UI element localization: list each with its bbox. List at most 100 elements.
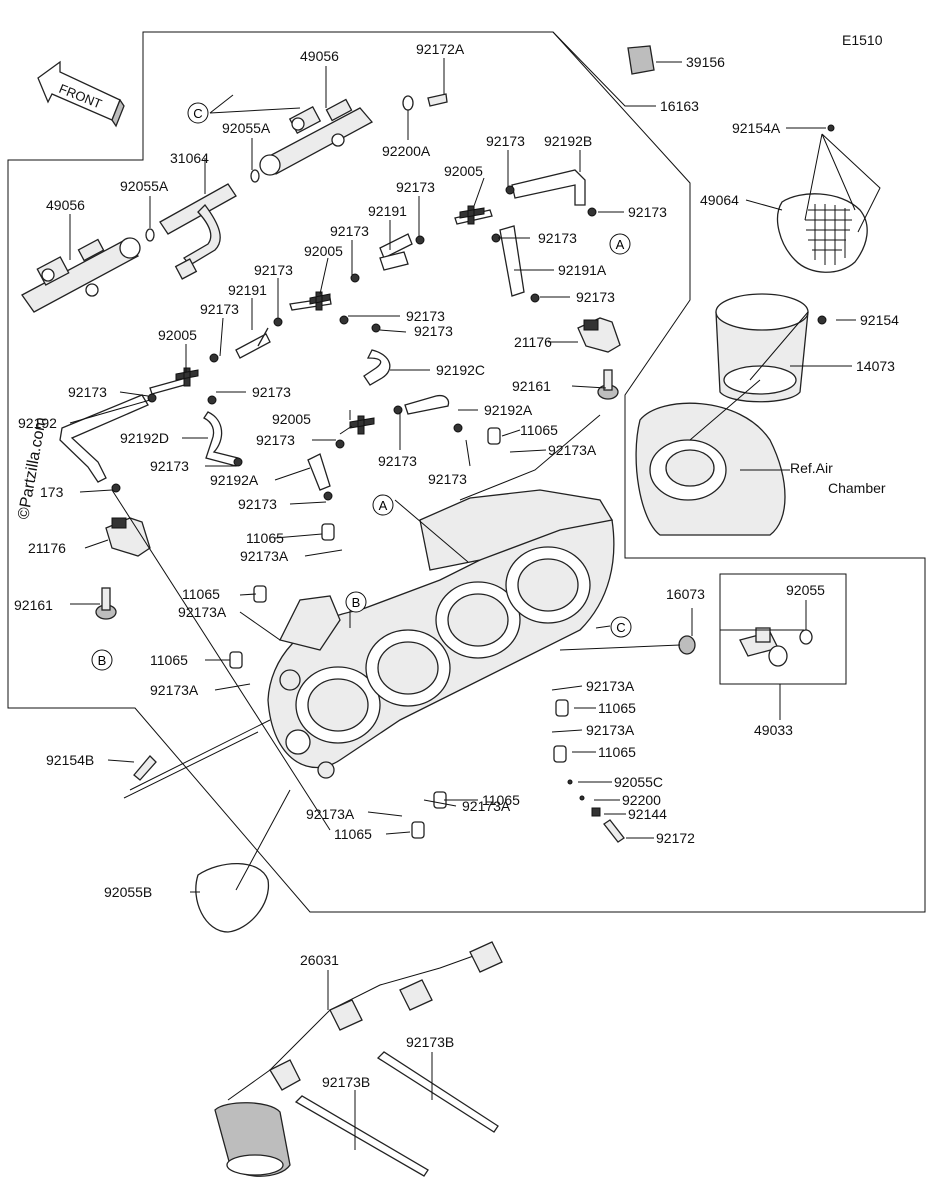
label-92005-b: 92005 <box>304 243 343 259</box>
svg-text:A: A <box>616 237 625 252</box>
label-92173-o: 92173 <box>150 458 189 474</box>
injector-49033 <box>739 627 788 667</box>
label-92173a-h: 92173A <box>306 806 355 822</box>
fuel-rail-left <box>21 237 141 313</box>
ref-air-chamber-line1: Ref.Air <box>790 460 833 476</box>
svg-text:B: B <box>98 653 107 668</box>
label-92005-d: 92005 <box>272 411 311 427</box>
label-92192: 92192 <box>18 415 57 431</box>
screw-92154 <box>817 315 827 325</box>
label-92154b: 92154B <box>46 752 94 768</box>
label-92172: 92172 <box>656 830 695 846</box>
label-11065-d: 11065 <box>150 652 188 668</box>
label-11065-c: 11065 <box>182 586 220 602</box>
label-11065-e: 11065 <box>598 700 636 716</box>
o-ring-92055 <box>799 629 813 645</box>
label-92173a-f: 92173A <box>586 722 635 738</box>
label-92173-b: 92173 <box>396 179 435 195</box>
label-92173a-c: 92173A <box>178 604 227 620</box>
grommet-92161-top <box>597 369 619 400</box>
map-sensor-21176-top <box>577 317 621 353</box>
seal-16073 <box>678 635 696 655</box>
bolt-92172a <box>427 93 448 107</box>
label-92005-a: 92005 <box>444 163 483 179</box>
label-11065-g: 11065 <box>482 792 520 808</box>
label-39156: 39156 <box>686 54 725 70</box>
label-92055c: 92055C <box>614 774 663 790</box>
label-92173b-b: 92173B <box>322 1074 370 1090</box>
label-92173-i: 92173 <box>406 308 445 324</box>
assembly-boundary <box>7 31 926 913</box>
leader-lines <box>69 31 881 1150</box>
t-fittings-92005 <box>175 205 485 435</box>
label-16163: 16163 <box>660 98 699 114</box>
label-26031: 26031 <box>300 952 339 968</box>
idle-screw-parts <box>567 779 625 843</box>
label-92192d: 92192D <box>120 430 169 446</box>
callout-a-right: A <box>609 233 631 255</box>
screw-92154a <box>827 124 835 132</box>
vacuum-hose-network <box>59 169 586 491</box>
gasket-92055b <box>195 862 269 933</box>
label-92191-b: 92191 <box>228 282 267 298</box>
label-92173-h: 92173 <box>200 301 239 317</box>
callout-c-mid: C <box>610 616 632 638</box>
label-92192a-mid: 92192A <box>210 472 259 488</box>
label-92173-c: 92173 <box>628 204 667 220</box>
grommet-92161-left <box>95 587 117 620</box>
label-92173-d: 92173 <box>538 230 577 246</box>
label-92200a: 92200A <box>382 143 431 159</box>
callout-b-mid: B <box>345 591 367 613</box>
label-92055b: 92055B <box>104 884 152 900</box>
svg-text:A: A <box>379 498 388 513</box>
label-92144: 92144 <box>628 806 667 822</box>
screen-49064 <box>776 193 868 273</box>
label-49064: 49064 <box>700 192 739 208</box>
wire-harness-26031 <box>214 941 503 1177</box>
o-ring-92200a <box>402 95 414 111</box>
label-92173-m: 92173 <box>256 432 295 448</box>
label-92173a-e: 92173A <box>586 678 635 694</box>
label-92172a: 92172A <box>416 41 465 57</box>
diagram-code: E1510 <box>842 32 883 48</box>
svg-text:B: B <box>352 595 361 610</box>
o-ring-92055a-left <box>145 228 155 242</box>
label-92173-e: 92173 <box>330 223 369 239</box>
label-49056-top: 49056 <box>300 48 339 64</box>
label-92173a-g: 92173A <box>462 798 511 814</box>
fuel-t-fitting <box>159 183 237 280</box>
callout-b-left: B <box>91 649 113 671</box>
hose-clamps-92173 <box>111 185 597 501</box>
label-92200: 92200 <box>622 792 661 808</box>
o-ring-92055a-top <box>250 169 260 183</box>
svg-text:C: C <box>616 620 625 635</box>
label-92173-n: 92173 <box>378 453 417 469</box>
label-14073: 14073 <box>856 358 895 374</box>
label-92173a-d: 92173A <box>150 682 199 698</box>
label-92154a: 92154A <box>732 120 781 136</box>
label-92192b: 92192B <box>544 133 592 149</box>
bolt-92154b <box>133 755 157 781</box>
label-31064: 31064 <box>170 150 209 166</box>
label-92055: 92055 <box>786 582 825 598</box>
label-92192a-top: 92192A <box>484 402 533 418</box>
label-92173-p: 92173 <box>428 471 467 487</box>
label-11065-b: 11065 <box>246 530 284 546</box>
label-92191-a: 92191 <box>368 203 407 219</box>
label-92055a-left: 92055A <box>120 178 169 194</box>
label-92173-l: 92173 <box>252 384 291 400</box>
fuel-rail-top <box>259 98 374 176</box>
label-92173a-b: 92173A <box>240 548 289 564</box>
label-49056-left: 49056 <box>46 197 85 213</box>
front-arrow-icon: FRONT <box>37 60 125 128</box>
ref-air-chamber-line2: Chamber <box>828 480 886 496</box>
map-sensor-21176-left <box>105 517 151 557</box>
label-92173-f: 92173 <box>576 289 615 305</box>
label-173-left: 173 <box>40 484 64 500</box>
cable-ties-92173b <box>294 1051 499 1177</box>
watermark: ©Partzilla.com <box>15 416 50 521</box>
label-92154: 92154 <box>860 312 899 328</box>
air-chamber-ref <box>635 402 786 536</box>
label-92161-left: 92161 <box>14 597 53 613</box>
label-11065-h: 11065 <box>334 826 372 842</box>
